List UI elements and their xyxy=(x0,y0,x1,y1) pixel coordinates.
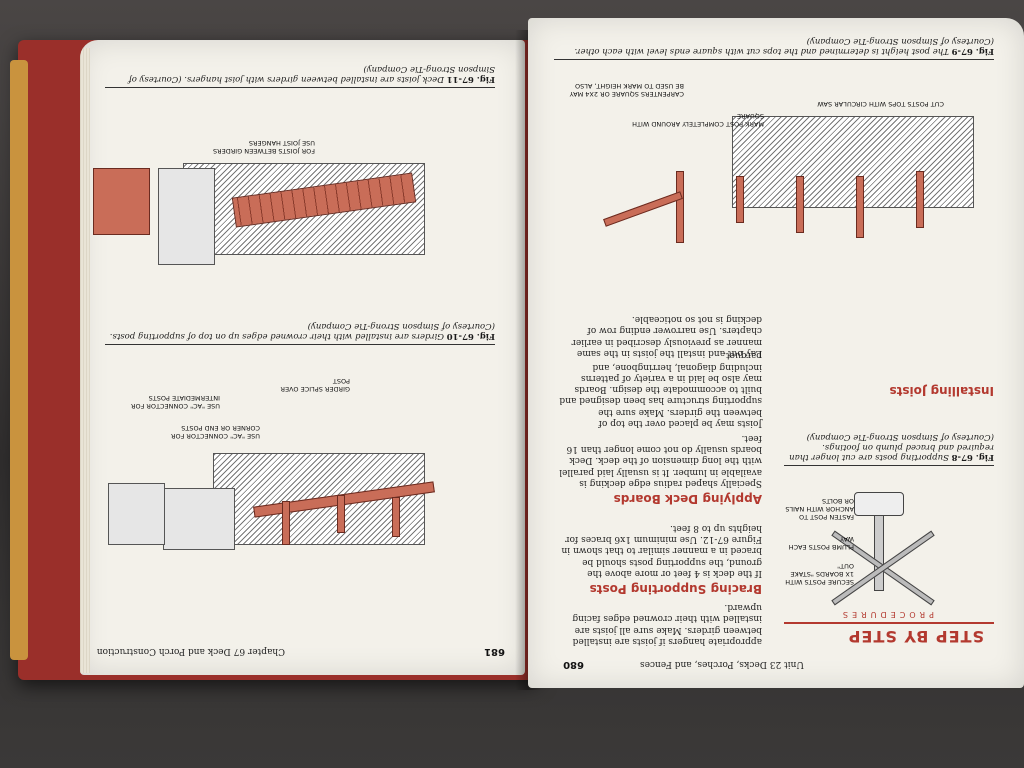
caption-rule xyxy=(784,465,994,466)
ac-connector-illustration xyxy=(163,488,235,550)
square-tool xyxy=(603,191,683,227)
heading-deck-boards: Applying Deck Boards xyxy=(613,492,762,506)
girder-figure: USE "AC" CONNECTOR FOR CORNER OR END POS… xyxy=(95,355,495,615)
heading-bracing: Bracing Supporting Posts xyxy=(589,582,762,596)
procedures-label: PROCEDURES xyxy=(838,610,934,619)
body-deck-boards-2: Joists may be placed over the top of bet… xyxy=(559,350,762,429)
body-bracing: If the deck is 4 feet or more above the … xyxy=(561,523,762,578)
caption-rule xyxy=(105,87,495,88)
step-rule xyxy=(784,622,994,624)
caption-text: The post height is determined and the to… xyxy=(574,36,994,56)
post xyxy=(337,495,345,533)
footing xyxy=(854,492,904,516)
post-cutting-figure: CUT POSTS TOPS WITH CIRCULAR SAW MARK PO… xyxy=(564,68,984,248)
step-label: SECURE POSTS WITH 1x BOARDS "STAKE OUT" xyxy=(785,562,854,586)
step-by-step-title: STEP BY STEP xyxy=(847,627,984,646)
figure-label: USE "AC" CONNECTOR FOR INTERMEDIATE POST… xyxy=(130,394,220,410)
post xyxy=(282,501,290,545)
fig-67-11-caption: Fig. 67-11 Deck joists are installed bet… xyxy=(105,64,495,84)
body-text-continued: appropriate hangers if joists are instal… xyxy=(572,602,762,646)
left-page: 681 Chapter 67 Deck and Porch Constructi… xyxy=(80,40,525,675)
fig-number: Fig. 67-9 xyxy=(951,46,994,56)
figure-label: GIRDER SPLICE OVER POST xyxy=(280,377,350,393)
caption-rule xyxy=(105,344,495,345)
caption-rule xyxy=(554,59,994,60)
step-label: FASTEN POST TO ANCHOR WITH NAILS OR BOLT… xyxy=(785,497,854,521)
ac-connector-illustration xyxy=(108,483,165,545)
cover-edge xyxy=(10,60,28,660)
post xyxy=(916,171,924,228)
step-label: PLUMB POSTS EACH WAY xyxy=(788,535,854,551)
figure-label: FOR JOISTS BETWEEN GIRDERS USE JOIST HAN… xyxy=(212,139,315,155)
left-running-head: Chapter 67 Deck and Porch Construction xyxy=(96,646,285,656)
fig-number: Fig. 67-10 xyxy=(446,331,495,341)
fig-number: Fig. 67-8 xyxy=(951,452,994,462)
right-running-head: Unit 23 Decks, Porches, and Fences xyxy=(640,659,804,669)
post xyxy=(736,176,744,223)
joist-hanger-figure: FOR JOISTS BETWEEN GIRDERS USE JOIST HAN… xyxy=(93,95,495,305)
figure-label: CUT POSTS TOPS WITH CIRCULAR SAW xyxy=(817,100,944,108)
post xyxy=(676,171,684,243)
hanger-detail xyxy=(93,168,150,235)
figure-label: USE "AC" CONNECTOR FOR CORNER OR END POS… xyxy=(170,424,260,440)
right-page: Unit 23 Decks, Porches, and Fences 680 a… xyxy=(528,18,1024,688)
body-deck-boards: Specially shaped radius edge decking is … xyxy=(559,433,762,488)
page-stack xyxy=(80,48,90,673)
fig-67-10-caption: Fig. 67-10 Girders are installed with th… xyxy=(105,321,495,341)
right-page-content: Unit 23 Decks, Porches, and Fences 680 a… xyxy=(528,18,1024,688)
joist-hanger-illustration xyxy=(158,168,215,265)
right-folio: 680 xyxy=(563,659,584,670)
step-by-step-box: STEP BY STEP PROCEDURES SECURE POSTS WIT… xyxy=(784,476,994,646)
ground-hatch xyxy=(732,116,974,208)
caption-text: Deck joists are installed between girder… xyxy=(128,64,495,84)
post xyxy=(392,497,400,537)
left-page-content: 681 Chapter 67 Deck and Porch Constructi… xyxy=(80,40,525,675)
caption-text: Girders are installed with their crowned… xyxy=(109,321,495,341)
fig-number: Fig. 67-11 xyxy=(446,74,495,84)
left-folio: 681 xyxy=(484,646,505,657)
post xyxy=(856,176,864,238)
post xyxy=(796,176,804,233)
heading-joists: Installing Joists xyxy=(889,384,994,398)
fig-67-9-caption: Fig. 67-9 The post height is determined … xyxy=(554,36,994,56)
figure-label: MARK POST COMPLETELY AROUND WITH SQUARE xyxy=(632,112,764,128)
figure-label: CARPENTERS SQUARE OR 2x4 MAY BE USED TO … xyxy=(569,82,684,98)
body-top: Lay out and install the joists in the sa… xyxy=(571,314,762,358)
fig-67-8-caption: Fig. 67-8 Supporting posts are cut longe… xyxy=(784,432,994,462)
